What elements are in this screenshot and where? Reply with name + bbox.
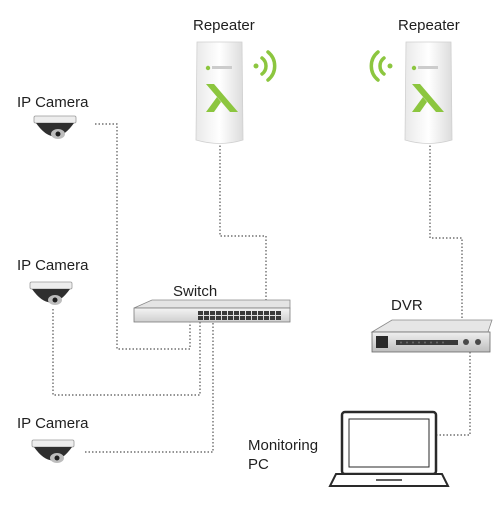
- label-camera2: IP Camera: [17, 257, 89, 274]
- ip-camera3-icon: [31, 439, 75, 463]
- label-monitoring-pc-line2: PC: [248, 456, 269, 473]
- wifi-icon-repeater2: [369, 50, 393, 82]
- link-camera1-switch: [95, 123, 191, 350]
- switch-ports: [198, 311, 281, 320]
- link-repeater2-dvr: [429, 142, 463, 322]
- link-switch-repeater1: [219, 142, 267, 302]
- label-camera1: IP Camera: [17, 94, 89, 111]
- label-monitoring-pc: Monitoring PC: [248, 436, 328, 474]
- repeater1-device: [195, 41, 244, 144]
- connection-lines: [52, 123, 471, 453]
- ip-camera1-icon: [33, 115, 77, 139]
- wifi-icon-repeater1: [253, 50, 277, 82]
- repeater2-device: [404, 41, 453, 144]
- ip-camera2-icon: [29, 281, 73, 305]
- dvr-icon: [370, 319, 493, 353]
- label-repeater2: Repeater: [398, 17, 460, 34]
- laptop-icon: [328, 410, 450, 487]
- link-camera3-switch: [85, 322, 214, 453]
- label-monitoring-pc-line1: Monitoring: [248, 437, 319, 454]
- link-dvr-pc: [436, 352, 471, 436]
- label-dvr: DVR: [391, 297, 423, 314]
- network-switch-icon: [133, 299, 291, 323]
- link-camera2-switch: [52, 309, 201, 396]
- label-camera3: IP Camera: [17, 415, 89, 432]
- label-repeater1: Repeater: [193, 17, 255, 34]
- label-switch: Switch: [173, 283, 218, 300]
